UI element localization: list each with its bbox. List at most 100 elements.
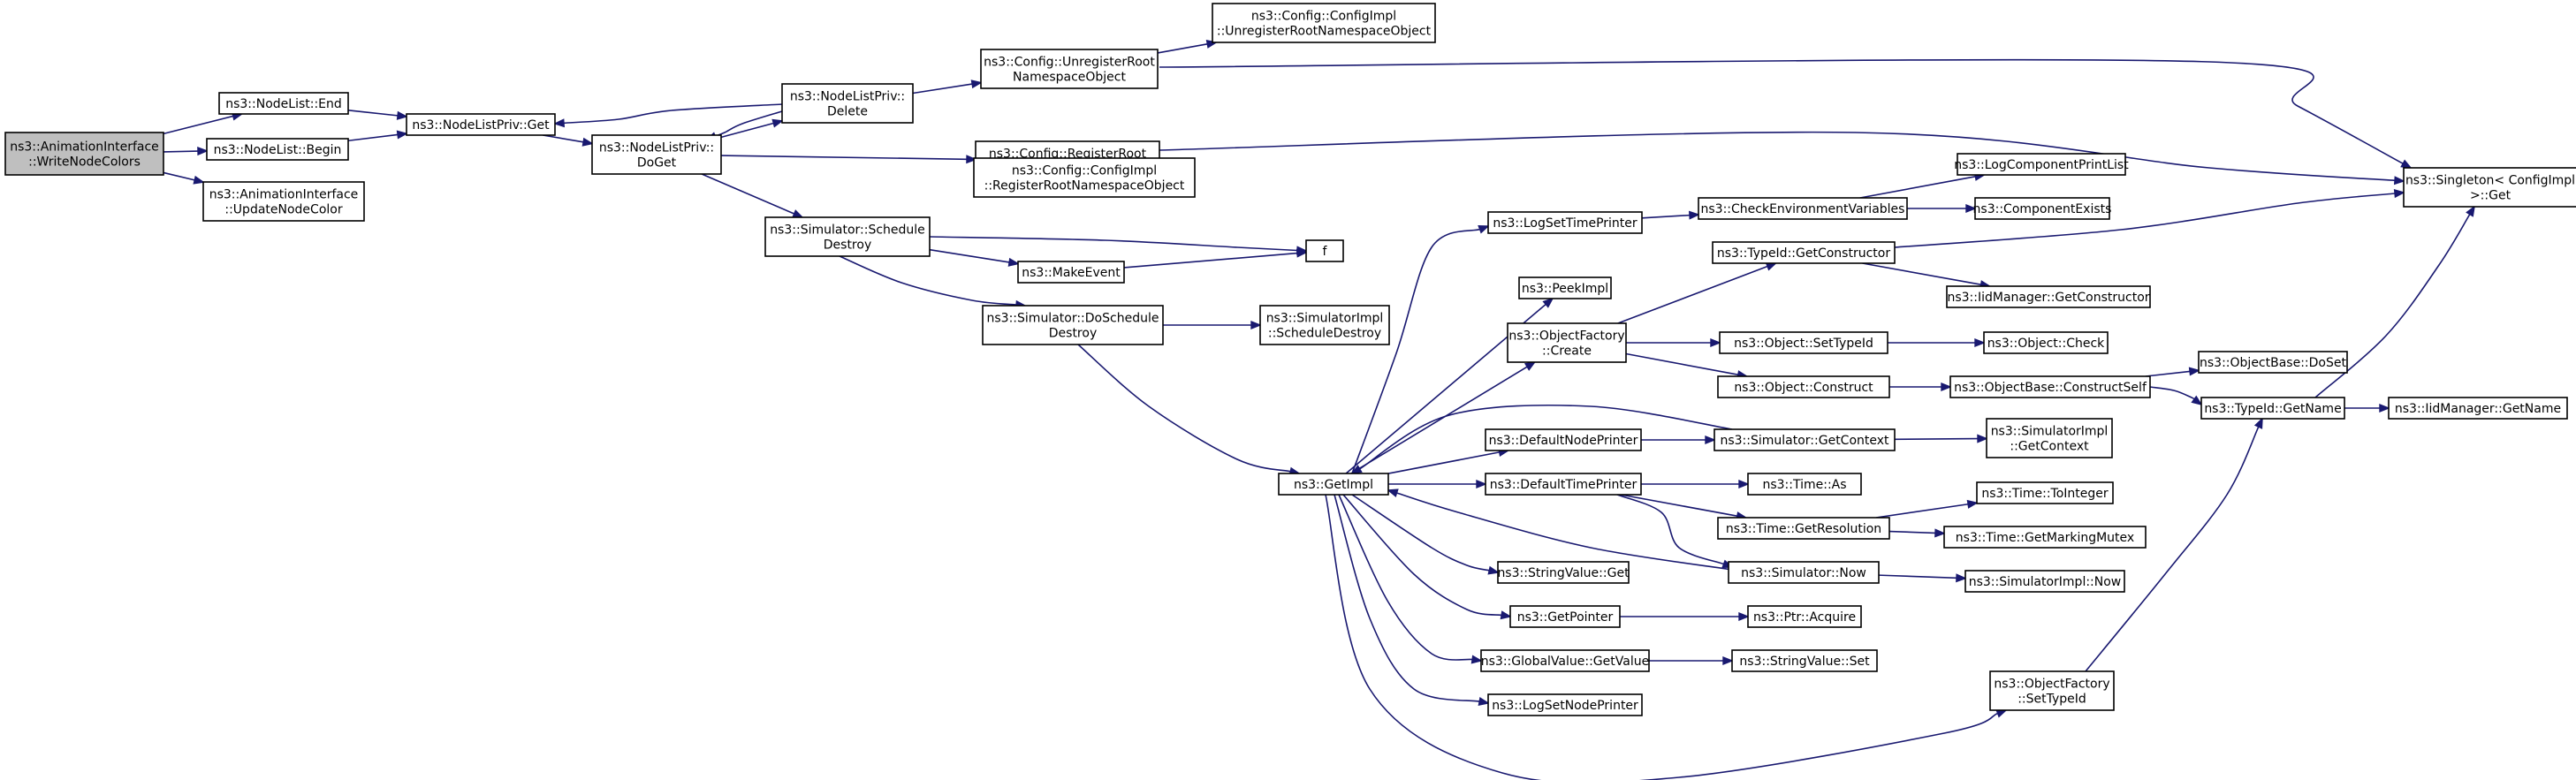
node-defaultnodeprinter[interactable]: ns3::DefaultNodePrinter [1485, 428, 1642, 451]
node-box[interactable] [1212, 3, 1436, 43]
node-box[interactable] [1717, 517, 1890, 540]
node-box[interactable] [1747, 473, 1862, 496]
node-box[interactable] [406, 113, 556, 136]
node-configimpl-register[interactable]: ns3::Config::ConfigImpl::RegisterRootNam… [973, 157, 1196, 198]
edge-line [1351, 494, 1490, 572]
node-f[interactable]: f [1305, 239, 1344, 262]
node-simulatorimpl-getcontext[interactable]: ns3::SimulatorImpl::GetContext [1986, 418, 2113, 458]
node-box[interactable] [1949, 375, 2151, 398]
node-box[interactable] [206, 138, 349, 161]
node-box[interactable] [1698, 197, 1908, 220]
node-simulator-getcontext[interactable]: ns3::Simulator::GetContext [1714, 428, 1896, 451]
node-box[interactable] [591, 134, 722, 175]
node-logsettimeprinter[interactable]: ns3::LogSetTimePrinter [1487, 211, 1643, 234]
node-time-as[interactable]: ns3::Time::As [1747, 473, 1862, 496]
node-box[interactable] [1518, 276, 1612, 299]
node-box[interactable] [1957, 153, 2126, 176]
node-nodelistpriv-get[interactable]: ns3::NodeListPriv::Get [406, 113, 556, 136]
node-box[interactable] [1485, 473, 1642, 496]
node-nodelistpriv-delete[interactable]: ns3::NodeListPriv::Delete [781, 83, 914, 124]
node-makeevent[interactable]: ns3::MakeEvent [1017, 261, 1125, 284]
node-objectbase-doset[interactable]: ns3::ObjectBase::DoSet [2198, 351, 2348, 374]
node-time-getresolution[interactable]: ns3::Time::GetResolution [1717, 517, 1890, 540]
node-box[interactable] [2200, 397, 2345, 420]
node-box[interactable] [1986, 418, 2113, 458]
node-box[interactable] [1259, 305, 1390, 345]
node-iidmanager-getname[interactable]: ns3::IidManager::GetName [2388, 397, 2568, 420]
node-box[interactable] [1305, 239, 1344, 262]
node-box[interactable] [1507, 322, 1627, 363]
node-time-tointeger[interactable]: ns3::Time::ToInteger [1976, 481, 2114, 504]
node-box[interactable] [781, 83, 914, 124]
node-checkenvvars[interactable]: ns3::CheckEnvironmentVariables [1698, 197, 1908, 220]
node-nodelistpriv-doget[interactable]: ns3::NodeListPriv::DoGet [591, 134, 722, 175]
node-simulator-now[interactable]: ns3::Simulator::Now [1728, 561, 1880, 584]
node-box[interactable] [1497, 561, 1630, 584]
node-object-construct[interactable]: ns3::Object::Construct [1717, 375, 1890, 398]
node-object-settypeid[interactable]: ns3::Object::SetTypeId [1719, 331, 1888, 354]
node-updatenodecolor[interactable]: ns3::AnimationInterface::UpdateNodeColor [202, 181, 365, 222]
node-simulatorimpl-scheduledestroy[interactable]: ns3::SimulatorImpl::ScheduleDestroy [1259, 305, 1390, 345]
node-typeid-getconstructor[interactable]: ns3::TypeId::GetConstructor [1712, 241, 1896, 264]
node-typeid-getname[interactable]: ns3::TypeId::GetName [2200, 397, 2345, 420]
node-box[interactable] [1712, 241, 1896, 264]
node-singleton-get[interactable]: ns3::Singleton< ConfigImpl >::Get [2403, 167, 2576, 208]
node-box[interactable] [202, 181, 365, 222]
node-componentexists[interactable]: ns3::ComponentExists [1973, 197, 2112, 220]
node-box[interactable] [982, 305, 1164, 345]
node-box[interactable] [1731, 649, 1878, 672]
node-label: ns3::PeekImpl [1522, 282, 1608, 296]
node-box[interactable] [1989, 670, 2115, 711]
node-box[interactable] [1719, 331, 1888, 354]
node-box[interactable] [1728, 561, 1880, 584]
node-box[interactable] [1747, 605, 1862, 628]
node-box[interactable] [1278, 473, 1389, 496]
node-defaulttimeprinter[interactable]: ns3::DefaultTimePrinter [1485, 473, 1642, 496]
node-box[interactable] [1714, 428, 1896, 451]
node-objectbase-constructself[interactable]: ns3::ObjectBase::ConstructSelf [1949, 375, 2151, 398]
node-object-check[interactable]: ns3::Object::Check [1983, 331, 2109, 354]
node-box[interactable] [218, 92, 349, 115]
node-ptr-acquire[interactable]: ns3::Ptr::Acquire [1747, 605, 1862, 628]
node-box[interactable] [2388, 397, 2568, 420]
node-box[interactable] [1485, 428, 1642, 451]
node-box[interactable] [1487, 693, 1643, 716]
node-box[interactable] [973, 157, 1196, 198]
node-nodelist-begin[interactable]: ns3::NodeList::Begin [206, 138, 349, 161]
node-box[interactable] [764, 216, 931, 257]
node-iidmanager-getconstructor[interactable]: ns3::IidManager::GetConstructor [1946, 285, 2151, 308]
node-box[interactable] [4, 132, 164, 176]
node-stringvalue-set[interactable]: ns3::StringValue::Set [1731, 649, 1878, 672]
node-peekimpl[interactable]: ns3::PeekImpl [1518, 276, 1612, 299]
node-globalvalue-getvalue[interactable]: ns3::GlobalValue::GetValue [1480, 649, 1650, 672]
node-logcomponentprintlist[interactable]: ns3::LogComponentPrintList [1954, 153, 2129, 176]
node-simulatorimpl-now[interactable]: ns3::SimulatorImpl::Now [1964, 570, 2125, 593]
node-stringvalue-get[interactable]: ns3::StringValue::Get [1497, 561, 1630, 584]
node-objectfactory-create[interactable]: ns3::ObjectFactory::Create [1507, 322, 1627, 363]
node-box[interactable] [1509, 605, 1621, 628]
node-box[interactable] [1964, 570, 2125, 593]
node-box[interactable] [980, 49, 1159, 89]
node-box[interactable] [1983, 331, 2109, 354]
node-objectfactory-settypeid[interactable]: ns3::ObjectFactory::SetTypeId [1989, 670, 2115, 711]
node-time-getmarkingmutex[interactable]: ns3::Time::GetMarkingMutex [1943, 526, 2147, 549]
node-box[interactable] [1480, 649, 1650, 672]
node-box[interactable] [1487, 211, 1643, 234]
node-box[interactable] [2198, 351, 2348, 374]
node-box[interactable] [1976, 481, 2114, 504]
node-config-unregisterroot[interactable]: ns3::Config::UnregisterRootNamespaceObje… [980, 49, 1159, 89]
node-logsetnodeprinter[interactable]: ns3::LogSetNodePrinter [1487, 693, 1643, 716]
node-box[interactable] [1943, 526, 2147, 549]
node-getpointer[interactable]: ns3::GetPointer [1509, 605, 1621, 628]
node-box[interactable] [2403, 167, 2576, 208]
node-simulator-scheduledestroy[interactable]: ns3::Simulator::ScheduleDestroy [764, 216, 931, 257]
node-getimpl[interactable]: ns3::GetImpl [1278, 473, 1389, 496]
node-box[interactable] [1946, 285, 2151, 308]
node-nodelist-end[interactable]: ns3::NodeList::End [218, 92, 349, 115]
node-box[interactable] [1974, 197, 2110, 220]
node-writenodecolors[interactable]: ns3::AnimationInterface::WriteNodeColors [4, 132, 164, 176]
node-box[interactable] [1017, 261, 1125, 284]
node-box[interactable] [1717, 375, 1890, 398]
node-configimpl-unregister[interactable]: ns3::Config::ConfigImpl::UnregisterRootN… [1212, 3, 1436, 43]
